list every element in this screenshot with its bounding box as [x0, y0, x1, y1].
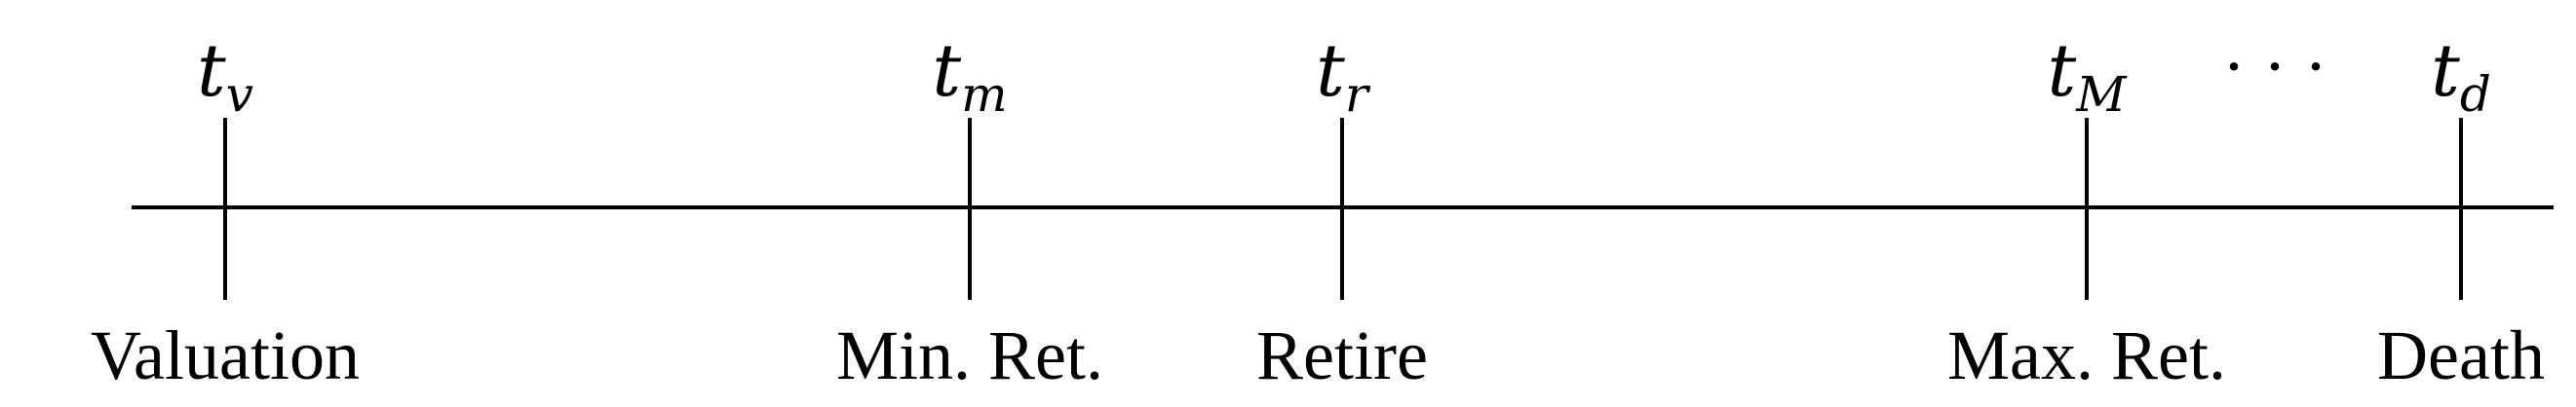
- time-main-death: t: [2431, 29, 2460, 113]
- marker-retire: tr Retire: [1256, 29, 1428, 394]
- marker-death: td Death: [2377, 29, 2545, 394]
- marker-min-ret: tm Min. Ret.: [836, 29, 1103, 394]
- time-symbol-valuation: tv: [197, 29, 253, 123]
- time-sub-retire: r: [1345, 66, 1371, 123]
- time-main-min-ret: t: [932, 29, 961, 113]
- time-sub-valuation: v: [226, 66, 253, 123]
- marker-max-ret: tM Max. Ret.: [1947, 29, 2226, 394]
- time-symbol-max-ret: tM: [2048, 29, 2129, 123]
- event-label-valuation: Valuation: [91, 316, 360, 394]
- time-main-max-ret: t: [2048, 29, 2077, 113]
- time-sub-min-ret: m: [961, 66, 1007, 123]
- event-label-death: Death: [2377, 316, 2545, 394]
- ellipsis: · · ·: [2222, 27, 2327, 105]
- time-sub-death: d: [2460, 66, 2491, 123]
- event-label-retire: Retire: [1256, 316, 1428, 394]
- event-label-min-ret: Min. Ret.: [836, 316, 1103, 394]
- time-symbol-death: td: [2431, 29, 2491, 123]
- time-symbol-retire: tr: [1316, 29, 1371, 123]
- time-main-valuation: t: [197, 29, 226, 113]
- time-symbol-min-ret: tm: [932, 29, 1007, 123]
- event-label-max-ret: Max. Ret.: [1947, 316, 2226, 394]
- time-sub-max-ret: M: [2075, 66, 2128, 123]
- marker-valuation: tv Valuation: [91, 29, 360, 394]
- time-main-retire: t: [1316, 29, 1345, 113]
